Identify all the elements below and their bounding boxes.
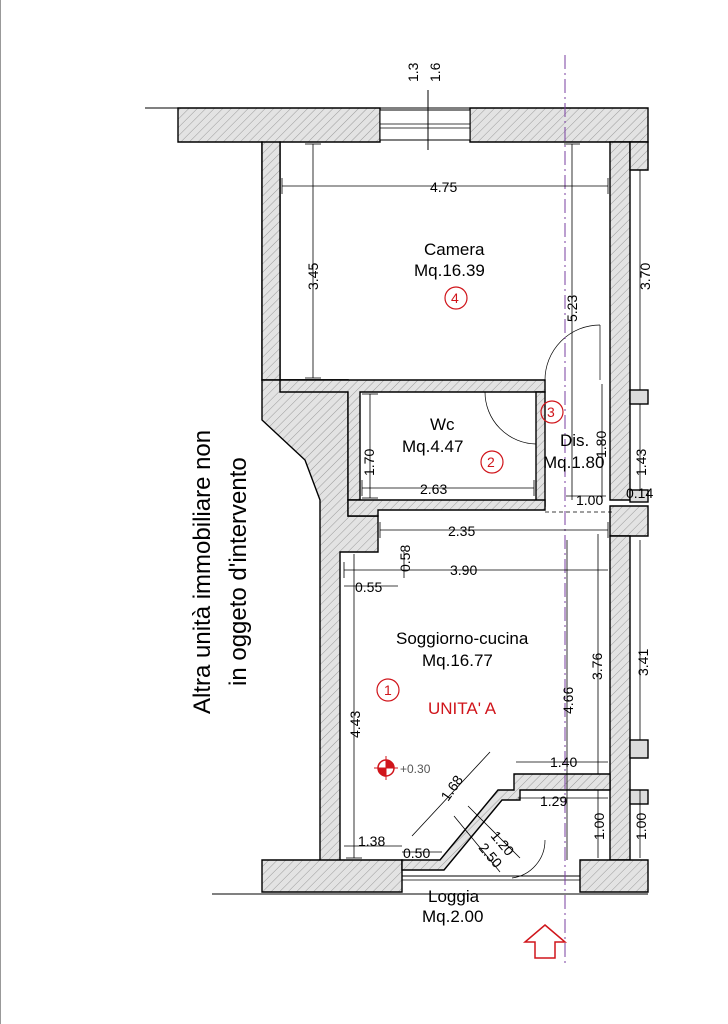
dim-235: 2.35 (448, 523, 475, 539)
entrance-arrow-icon (522, 924, 568, 959)
room-labels: Camera Mq.16.39 4 Wc Mq.4.47 2 3 Dis. Mq… (376, 240, 604, 926)
dim-top-13: 1.3 (405, 62, 421, 82)
wc-name: Wc (430, 415, 455, 434)
side-note-line1: Altra unità immobiliare non (189, 430, 216, 714)
camera-name: Camera (424, 240, 485, 259)
walls (145, 90, 649, 895)
dim-100b: 1.00 (591, 813, 607, 840)
dis-name: Dis. (560, 431, 589, 450)
doors (484, 324, 601, 879)
dim-443: 4.43 (347, 711, 363, 738)
dim-100a: 1.00 (576, 492, 603, 508)
dis-area: Mq.1.80 (543, 453, 604, 472)
dim-341: 3.41 (635, 649, 651, 676)
dim-390: 3.90 (450, 562, 477, 578)
side-note: Altra unità immobiliare non in oggeto d'… (189, 430, 252, 714)
dimension-lines (281, 90, 641, 873)
dim-138: 1.38 (358, 833, 385, 849)
dim-143: 1.43 (633, 449, 649, 476)
room-number-circle (444, 286, 468, 310)
dim-129: 1.29 (540, 793, 567, 809)
dim-055: 0.55 (355, 579, 382, 595)
dim-263: 2.63 (420, 481, 447, 497)
wc-area: Mq.4.47 (402, 437, 463, 456)
dim-058: 0.58 (397, 545, 413, 572)
camera-number: 4 (451, 290, 459, 306)
dimension-labels: 1.3 1.6 4.75 3.45 5.23 3.70 1.70 2.63 1.… (305, 62, 653, 871)
dis-number: 3 (547, 404, 555, 420)
soggiorno-area: Mq.16.77 (422, 651, 493, 670)
dim-050: 0.50 (403, 845, 430, 861)
dim-top-16: 1.6 (427, 62, 443, 82)
dim-345: 3.45 (305, 263, 321, 290)
wc-number: 2 (487, 454, 495, 470)
dim-180: 1.80 (593, 431, 609, 458)
dim-466: 4.66 (560, 687, 576, 714)
camera-area: Mq.16.39 (414, 261, 485, 280)
dim-140: 1.40 (550, 754, 577, 770)
dim-170: 1.70 (361, 449, 377, 476)
dim-014: 0.14 (626, 485, 653, 501)
dim-475: 4.75 (430, 179, 457, 195)
dim-523: 5.23 (564, 295, 580, 322)
level-marker: +0.30 (374, 756, 431, 780)
dim-100c: 1.00 (633, 813, 649, 840)
unit-label: UNITA' A (428, 699, 497, 718)
loggia-name: Loggia (428, 887, 480, 906)
soggiorno-name: Soggiorno-cucina (396, 629, 529, 648)
side-note-line2: in oggeto d'intervento (225, 457, 252, 686)
soggiorno-number: 1 (384, 682, 392, 698)
level-mark-label: +0.30 (400, 762, 431, 776)
dim-376: 3.76 (589, 653, 605, 680)
dim-370: 3.70 (637, 263, 653, 290)
dim-168: 1.68 (437, 772, 466, 804)
loggia-area: Mq.2.00 (422, 907, 483, 926)
